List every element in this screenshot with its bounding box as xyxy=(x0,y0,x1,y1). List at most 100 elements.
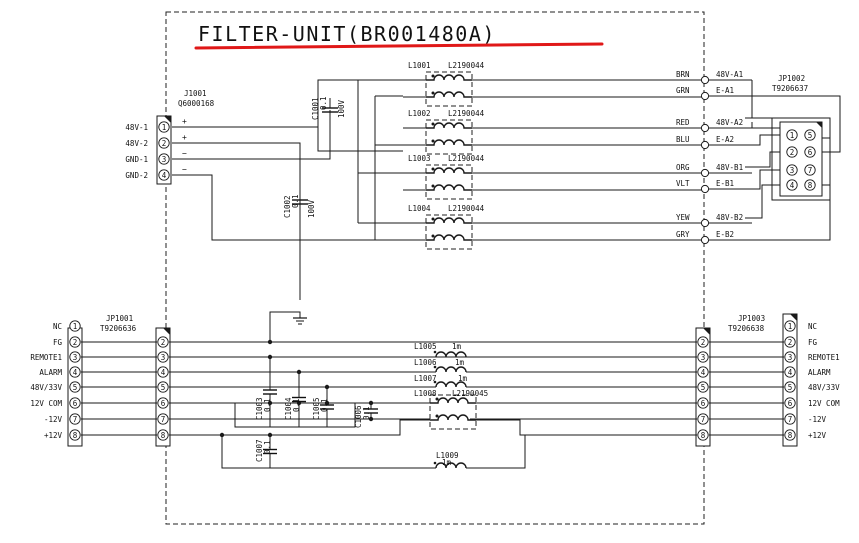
output-terminal xyxy=(700,123,710,133)
net-e-b2: E-B2 xyxy=(716,230,734,239)
connector-j1001: J1001 Q6000168 148V-1+248V-2+3GND-1−4GND… xyxy=(125,89,215,185)
jp1003-socket-pin-6-number: 6 xyxy=(701,399,706,408)
jp1003-header-pin-1-number: 1 xyxy=(788,322,793,331)
inductor-ref: L1007 xyxy=(414,374,437,383)
inductor-l1006 xyxy=(433,365,467,373)
wire-color-red: RED xyxy=(676,118,690,127)
capacitor-ref: C1007 xyxy=(255,439,264,462)
jp1003-header xyxy=(782,313,798,447)
diagram-title: FILTER-UNIT(BR001480A) xyxy=(198,22,496,46)
inductor-l1007 xyxy=(433,380,467,388)
j1001-pin-3-number: 3 xyxy=(162,155,167,164)
choke-ref: L1004 xyxy=(408,204,431,213)
jp1003-header-pin-1: 1 xyxy=(784,320,796,332)
j1001-pin-4-number: 4 xyxy=(162,171,167,180)
inductor-ref: L1006 xyxy=(414,358,437,367)
choke-ref: L1001 xyxy=(408,61,431,70)
jp1001-label: FG xyxy=(53,338,63,347)
j1001-label: 48V-1 xyxy=(125,123,148,132)
jp1001-part: T9206636 xyxy=(100,324,137,333)
capacitor-value: 0.1 xyxy=(319,96,328,110)
jp1003-label: 12V COM xyxy=(808,399,840,408)
jp1001-header-pin-7: 7 xyxy=(69,413,81,425)
jp1003-label: 48V/33V xyxy=(808,383,840,392)
jp1002-pin-2: 2 xyxy=(786,146,798,158)
capacitor-value: 0.1 xyxy=(362,406,371,420)
jp1003-header-pin-2-number: 2 xyxy=(788,338,793,347)
jp1003-header-pin-5: 5 xyxy=(784,381,796,393)
choke-l1001 xyxy=(425,71,473,107)
choke-part: L2190044 xyxy=(448,109,485,118)
jp1002-ref: JP1002 xyxy=(778,74,805,83)
inductor-value: 1m xyxy=(458,374,468,383)
jp1002-pin-2-number: 2 xyxy=(790,148,795,157)
wire-color-org: ORG xyxy=(676,163,690,172)
net-48v-b2: 48V-B2 xyxy=(716,213,743,222)
jp1003-socket-pin-3-number: 3 xyxy=(701,353,706,362)
jp1001-socket-pin-8-number: 8 xyxy=(161,431,166,440)
wire-color-vlt: VLT xyxy=(676,179,690,188)
j1001-ref: J1001 xyxy=(184,89,207,98)
capacitor-c1005 xyxy=(320,387,334,427)
jp1003-socket-pin-5-number: 5 xyxy=(701,383,706,392)
jp1001-label: REMOTE1 xyxy=(30,353,62,362)
title-underline xyxy=(194,42,604,50)
j1001-pin-2-number: 2 xyxy=(162,139,167,148)
j1001-label: 48V-2 xyxy=(125,139,148,148)
capacitor-c1004 xyxy=(292,372,306,427)
capacitor-voltage: 100V xyxy=(307,199,316,218)
choke-part: L2190044 xyxy=(448,61,485,70)
choke-l1002 xyxy=(425,119,473,155)
choke-ref: L1002 xyxy=(408,109,431,118)
output-terminal xyxy=(700,168,710,178)
capacitor-voltage: 100V xyxy=(337,99,346,118)
inductor-l1009 xyxy=(433,461,467,469)
choke-part: L2190044 xyxy=(448,204,485,213)
jp1003-label: ALARM xyxy=(808,368,831,377)
jp1001-header-pin-4: 4 xyxy=(69,366,81,378)
j1001-polarity: − xyxy=(182,149,187,158)
net-48v-a1: 48V-A1 xyxy=(716,70,743,79)
jp1003-header-pin-8: 8 xyxy=(784,429,796,441)
jp1001-header-pin-7-number: 7 xyxy=(73,415,78,424)
choke-part: L2190044 xyxy=(448,154,485,163)
capacitor-ref: C1003 xyxy=(255,397,264,420)
choke-l1003 xyxy=(425,164,473,200)
jp1003-socket-pin-7-number: 7 xyxy=(701,415,706,424)
jp1003-socket-pin-8: 8 xyxy=(697,429,709,441)
net-e-a1: E-A1 xyxy=(716,86,734,95)
capacitor-value: 0.1 xyxy=(292,398,301,412)
j1001-pin-1-number: 1 xyxy=(162,123,167,132)
capacitor-ref: C1006 xyxy=(354,405,363,428)
jp1003-header-pin-8-number: 8 xyxy=(788,431,793,440)
wire-color-blu: BLU xyxy=(676,135,690,144)
capacitor-ref: C1005 xyxy=(312,397,321,420)
capacitor-ref: C1004 xyxy=(284,397,293,420)
jp1001-socket-pin-3-number: 3 xyxy=(161,353,166,362)
jp1001-label: NC xyxy=(53,322,62,331)
net-48v-b1: 48V-B1 xyxy=(716,163,743,172)
j1001-polarity: + xyxy=(182,117,187,126)
title-block: FILTER-UNIT(BR001480A) xyxy=(194,18,604,50)
net-e-a2: E-A2 xyxy=(716,135,734,144)
jp1001-socket-pin-2-number: 2 xyxy=(161,338,166,347)
jp1002-pin-3: 3 xyxy=(786,164,798,176)
jp1003-header-pin-3-number: 3 xyxy=(788,353,793,362)
choke-ref: L1008 xyxy=(414,389,437,398)
wire-color-brn: BRN xyxy=(676,70,690,79)
j1001-label: GND-1 xyxy=(125,155,148,164)
jp1003-header-pin-4-number: 4 xyxy=(788,368,793,377)
jp1001-header-pin-2-number: 2 xyxy=(73,338,78,347)
j1001-pin-2: 2 xyxy=(158,137,170,149)
output-terminal xyxy=(700,75,710,85)
output-terminal xyxy=(700,184,710,194)
inductor-value: 1m xyxy=(442,458,452,467)
jp1001-socket-pin-4-number: 4 xyxy=(161,368,166,377)
j1001-polarity: − xyxy=(182,165,187,174)
jp1001-socket-pin-7-number: 7 xyxy=(161,415,166,424)
jp1002-part: T9206637 xyxy=(772,84,808,93)
jp1001-ref: JP1001 xyxy=(106,314,133,323)
j1001-part: Q6000168 xyxy=(178,99,215,108)
